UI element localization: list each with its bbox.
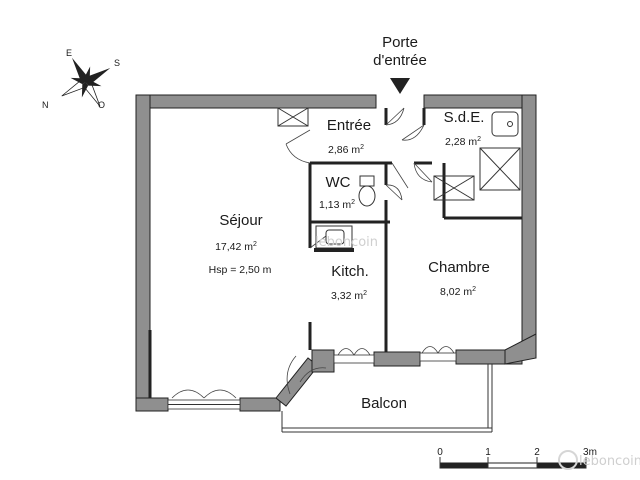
chambre-area: 8,02 m2	[440, 286, 476, 298]
room-sejour: Séjour 17,42 m2 Hsp = 2,50 m	[209, 212, 272, 276]
scale-tick-2: 2	[534, 447, 540, 458]
compass-n-label: N	[42, 100, 49, 110]
windows	[167, 346, 457, 410]
doors	[285, 107, 433, 249]
room-entree: Entrée 2,86 m2	[327, 117, 371, 156]
room-wc: WC 1,13 m2	[319, 174, 355, 211]
exterior-walls	[135, 94, 537, 412]
chambre-name: Chambre	[428, 259, 490, 276]
watermark-text: leboncoin	[579, 454, 640, 469]
compass-s-label: S	[114, 58, 120, 68]
kitchen-area: 3,32 m2	[331, 290, 367, 302]
wc-name: WC	[326, 174, 351, 191]
room-sde: S.d.E. 2,28 m2	[444, 109, 485, 148]
kitchen-name: Kitch.	[331, 263, 369, 280]
leboncoin-watermark: leboncoin	[558, 450, 640, 470]
room-kitchen: Kitch. 3,32 m2	[331, 263, 369, 302]
entree-area: 2,86 m2	[328, 144, 364, 156]
fixtures	[277, 107, 521, 252]
compass-o-label: O	[98, 100, 105, 110]
wc-area: 1,13 m2	[319, 199, 355, 211]
balcon-label: Balcon	[361, 395, 407, 412]
entree-name: Entrée	[327, 117, 371, 134]
sde-area: 2,28 m2	[445, 136, 481, 148]
scale-bar: 0 1 2 3m	[437, 447, 597, 469]
interior-walls	[148, 108, 522, 398]
compass-e-label: E	[66, 48, 72, 58]
scale-tick-0: 0	[437, 447, 443, 458]
scale-tick-1: 1	[485, 447, 491, 458]
sejour-height: Hsp = 2,50 m	[209, 264, 272, 276]
sejour-area: 17,42 m2	[215, 241, 257, 253]
compass-rose: N E S O	[42, 48, 120, 110]
entrance-label-line2: d'entrée	[373, 52, 427, 69]
room-chambre: Chambre 8,02 m2	[428, 259, 490, 298]
sde-name: S.d.E.	[444, 109, 485, 126]
entrance-label-line1: Porte	[382, 34, 418, 51]
balcony-outline	[281, 364, 493, 433]
watermark-fragment: leboncoin	[315, 235, 378, 250]
scale-tick-3: 3m	[583, 447, 597, 458]
sejour-name: Séjour	[219, 212, 262, 229]
